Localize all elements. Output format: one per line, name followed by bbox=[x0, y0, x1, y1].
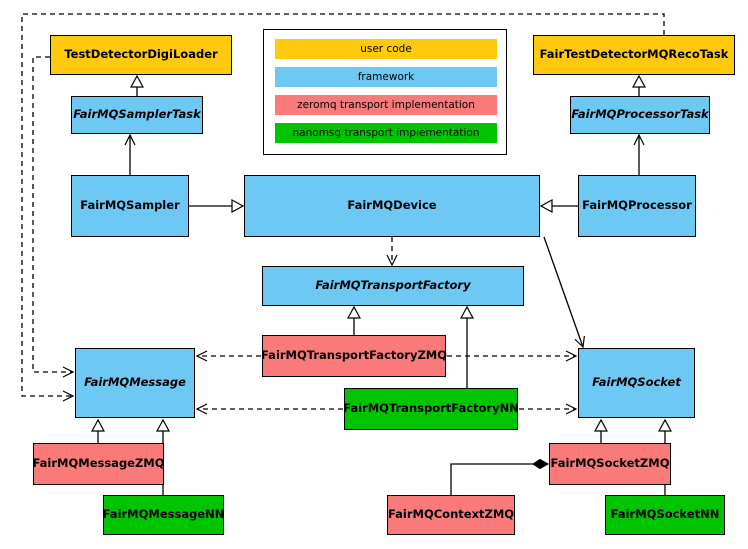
class-node-fairtestdetectormqrecotask[interactable]: FairTestDetectorMQRecoTask bbox=[533, 35, 735, 75]
class-node-fairmqmessagezmq[interactable]: FairMQMessageZMQ bbox=[32, 443, 165, 485]
class-label: FairMQMessage bbox=[84, 375, 186, 390]
class-node-testdetectordigiloader[interactable]: TestDetectorDigiLoader bbox=[50, 35, 232, 75]
class-node-fairmqprocessortask[interactable]: FairMQProcessorTask bbox=[570, 96, 710, 134]
class-label: FairMQDevice bbox=[347, 198, 437, 213]
class-node-fairmqcontextzmq[interactable]: FairMQContextZMQ bbox=[387, 495, 515, 535]
class-node-fairmqtransportfactoryzmq[interactable]: FairMQTransportFactoryZMQ bbox=[261, 335, 448, 377]
class-node-fairmqmessagenn[interactable]: FairMQMessageNN bbox=[103, 495, 224, 535]
class-node-fairmqsamplertask[interactable]: FairMQSamplerTask bbox=[71, 96, 203, 134]
class-label: FairMQTransportFactory bbox=[315, 278, 471, 293]
class-node-fairmqtransportfactory[interactable]: FairMQTransportFactory bbox=[262, 266, 524, 306]
class-label: FairMQContextZMQ bbox=[387, 507, 515, 522]
legend-panel: user code framework zeromq transport imp… bbox=[263, 29, 507, 155]
legend-item-user-code: user code bbox=[275, 39, 497, 59]
class-node-fairmqsocketzmq[interactable]: FairMQSocketZMQ bbox=[549, 443, 671, 485]
legend-label: zeromq transport implementation bbox=[297, 99, 475, 111]
class-node-fairmqtransportfactorynn[interactable]: FairMQTransportFactoryNN bbox=[343, 388, 519, 430]
class-label: FairMQSocket bbox=[592, 375, 681, 390]
class-label: FairMQSampler bbox=[80, 198, 180, 213]
legend-label: user code bbox=[360, 43, 412, 55]
class-label: FairMQSocketNN bbox=[610, 507, 720, 522]
class-label: FairMQTransportFactoryNN bbox=[343, 401, 519, 416]
legend-label: framework bbox=[357, 71, 415, 83]
class-node-fairmqmessage[interactable]: FairMQMessage bbox=[75, 348, 195, 418]
legend-label: nanomsg transport implementation bbox=[292, 127, 480, 139]
legend-item-framework: framework bbox=[275, 67, 497, 87]
class-label: FairMQProcessorTask bbox=[571, 107, 709, 122]
class-label: FairMQMessageNN bbox=[102, 507, 225, 522]
class-label: FairMQSocketZMQ bbox=[550, 456, 670, 471]
class-label: FairMQSamplerTask bbox=[73, 107, 201, 122]
class-node-fairmqprocessor[interactable]: FairMQProcessor bbox=[578, 175, 696, 237]
class-label: FairTestDetectorMQRecoTask bbox=[539, 47, 729, 62]
class-label: FairMQTransportFactoryZMQ bbox=[261, 348, 448, 363]
class-label: TestDetectorDigiLoader bbox=[64, 47, 218, 62]
class-node-fairmqsampler[interactable]: FairMQSampler bbox=[71, 175, 189, 237]
class-node-fairmqsocketnn[interactable]: FairMQSocketNN bbox=[605, 495, 725, 535]
legend-item-nanomsg: nanomsg transport implementation bbox=[275, 123, 497, 143]
class-label: FairMQProcessor bbox=[582, 198, 692, 213]
class-label: FairMQMessageZMQ bbox=[32, 456, 165, 471]
legend-item-zeromq: zeromq transport implementation bbox=[275, 95, 497, 115]
class-node-fairmqdevice[interactable]: FairMQDevice bbox=[244, 175, 540, 237]
class-node-fairmqsocket[interactable]: FairMQSocket bbox=[578, 348, 695, 418]
